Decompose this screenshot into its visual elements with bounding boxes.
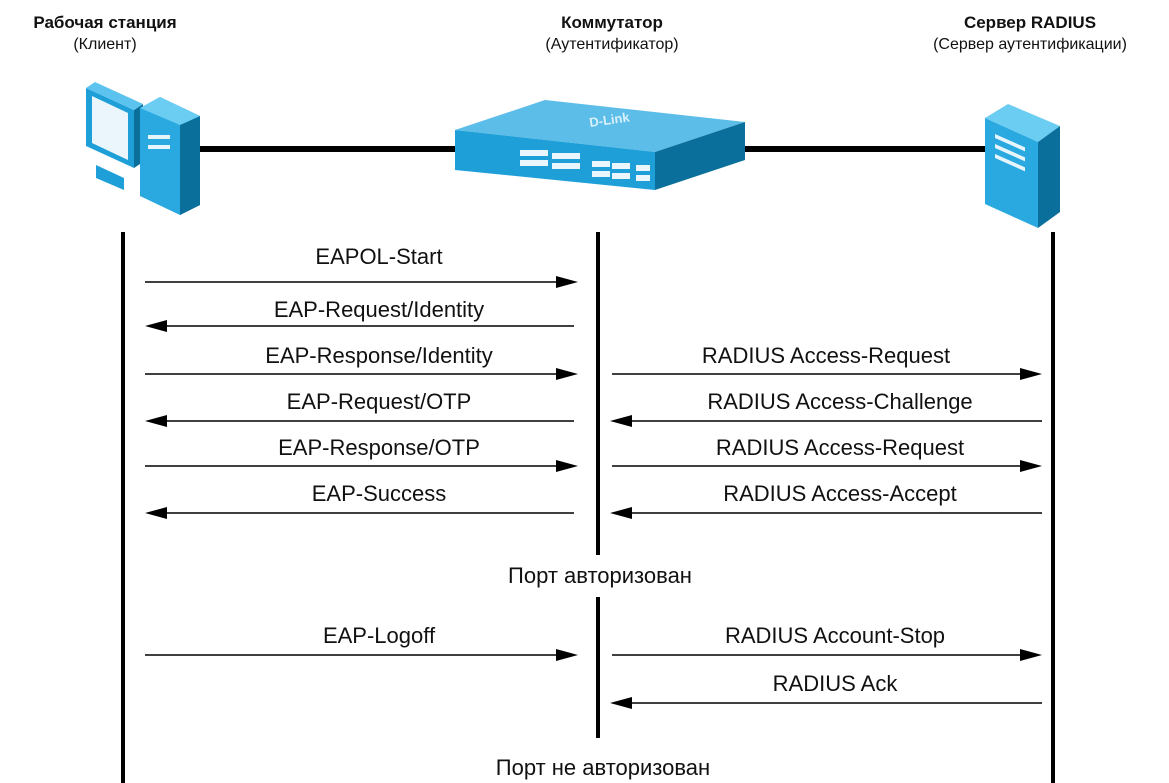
message-arrow: EAP-Response/Identity [145,343,578,380]
message-arrow: RADIUS Access-Challenge [610,389,1042,427]
message-label: RADIUS Account-Stop [725,623,945,648]
message-arrow: EAP-Request/OTP [145,389,574,427]
message-arrow: EAP-Request/Identity [145,297,574,332]
client-header: Рабочая станция (Клиент) [0,12,285,55]
message-arrow: EAP-Success [145,481,574,519]
message-label: EAPOL-Start [315,244,442,269]
switch-subtitle: (Аутентификатор) [545,36,679,53]
server-subtitle: (Сервер аутентификации) [933,36,1127,53]
client-subtitle: (Клиент) [73,36,137,53]
message-arrow: RADIUS Access-Request [612,435,1042,472]
switch-header: Коммутатор (Аутентификатор) [432,12,792,55]
message-label: EAP-Response/Identity [265,343,492,368]
switch-logo: D-Link [588,109,631,130]
switch-title: Коммутатор [561,13,663,32]
workstation-icon [86,82,200,215]
message-label: EAP-Request/OTP [287,389,472,414]
message-label: EAP-Request/Identity [274,297,484,322]
message-label: RADIUS Ack [773,671,899,696]
server-title: Сервер RADIUS [963,13,1097,32]
message-arrow: RADIUS Access-Accept [610,481,1042,519]
port-state-label: Порт авторизован [508,563,692,588]
message-label: RADIUS Access-Request [702,343,950,368]
message-arrow: EAP-Logoff [145,623,578,661]
switch-icon: D-Link [455,100,745,190]
server-header: Сервер RADIUS (Сервер аутентификации) [850,12,1169,55]
message-label: EAP-Logoff [323,623,436,648]
message-label: RADIUS Access-Challenge [707,389,972,414]
client-title: Рабочая станция [33,13,177,32]
message-arrow: RADIUS Account-Stop [612,623,1042,661]
message-arrow: EAP-Response/OTP [145,435,578,472]
message-label: RADIUS Access-Request [716,435,964,460]
port-state-label: Порт не авторизован [496,755,710,780]
message-arrow: RADIUS Ack [610,671,1042,709]
message-arrow: RADIUS Access-Request [612,343,1042,380]
server-icon [985,104,1060,228]
message-label: RADIUS Access-Accept [723,481,957,506]
message-label: EAP-Response/OTP [278,435,480,460]
message-arrow: EAPOL-Start [145,244,578,288]
message-label: EAP-Success [312,481,447,506]
